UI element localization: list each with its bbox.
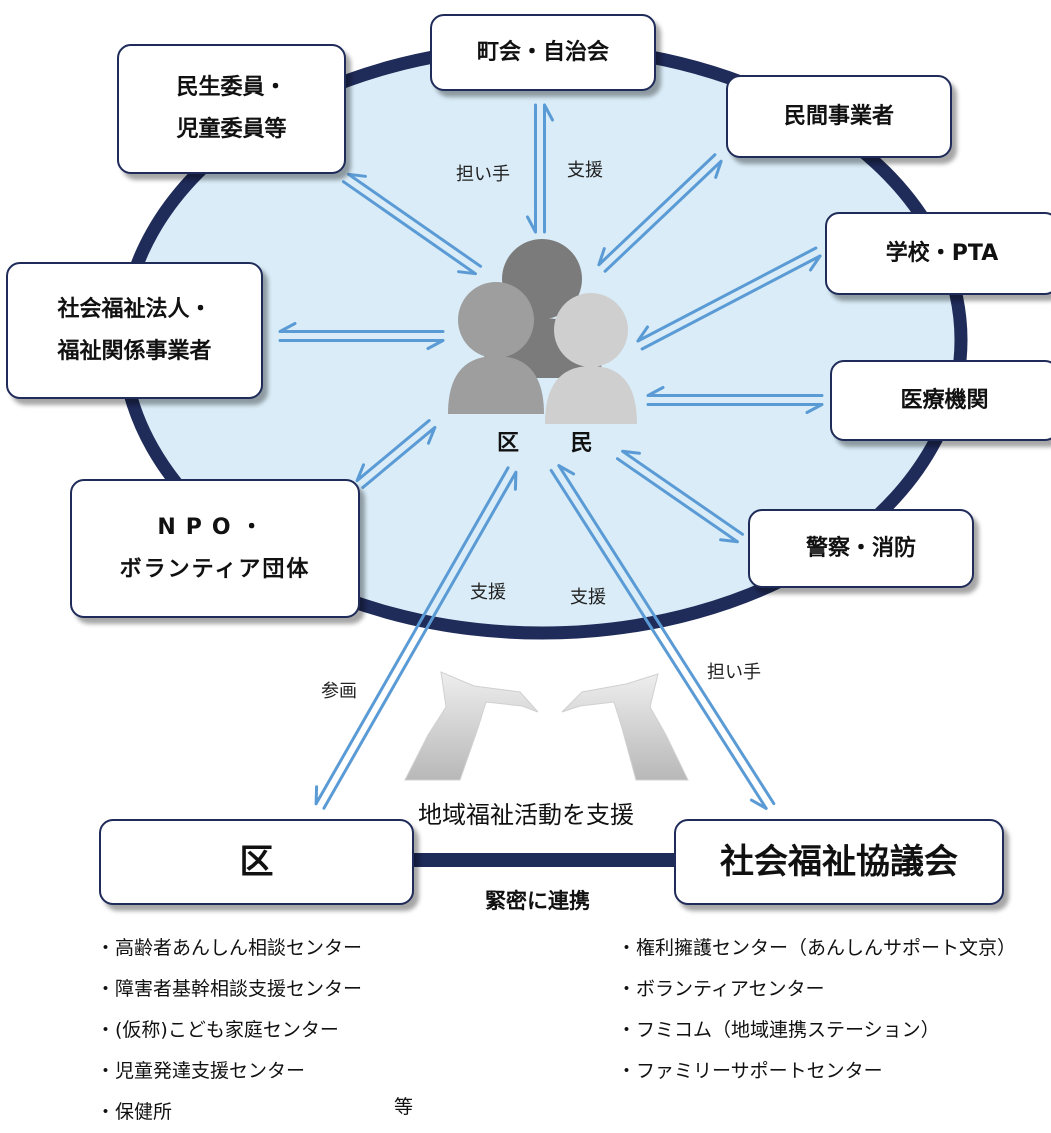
ward-etc-label: 等 [394, 1096, 414, 1118]
school-label: 学校・PTA [885, 240, 999, 266]
arrow-social-welfare-corp [278, 322, 445, 350]
label-support-left: 支援 [470, 582, 506, 603]
welfare-commissioners-label-2: 児童委員等 [176, 117, 287, 142]
private-business-label: 民間事業者 [783, 103, 894, 129]
list-item: 児童発達支援センター [96, 1051, 362, 1092]
box-ward: 区 [99, 819, 414, 905]
arrow-npo [355, 419, 437, 489]
label-support-right: 支援 [570, 587, 606, 608]
arrow-council [549, 464, 776, 810]
neighborhood-label: 町会・自治会 [476, 39, 609, 65]
arrow-school [636, 246, 822, 351]
box-police-fire: 警察・消防 [748, 509, 974, 588]
box-private-business: 民間事業者 [726, 75, 952, 158]
list-item: ファミリーサポートセンター [617, 1051, 1051, 1092]
social-welfare-corp-label-1: 社会福祉法人・ [57, 296, 212, 322]
list-item: 障害者基幹相談支援センター [96, 969, 362, 1010]
hands-image [404, 671, 689, 781]
box-school: 学校・PTA [825, 212, 1051, 295]
council-title: 社会福祉協議会 [720, 841, 958, 882]
collaboration-label: 緊密に連携 [485, 889, 590, 913]
medical-label: 医療機関 [900, 387, 989, 413]
council-services-list: 権利擁護センター（あんしんサポート文京） ボランティアセンター フミコム（地域連… [617, 928, 1051, 1092]
arrow-medical [646, 386, 824, 414]
arrow-welfare-commissioners [341, 172, 483, 276]
arrow-private-business [597, 153, 723, 273]
social-welfare-corp-label-2: 福祉関係事業者 [57, 338, 212, 364]
box-social-welfare-corp: 社会福祉法人・ 福祉関係事業者 [6, 262, 263, 399]
label-bearer-bottom: 担い手 [707, 662, 761, 683]
list-item: 権利擁護センター（あんしんサポート文京） [617, 928, 1051, 969]
ward-services-list: 高齢者あんしん相談センター 障害者基幹相談支援センター (仮称)こども家庭センタ… [96, 928, 362, 1133]
label-bearer-top: 担い手 [456, 164, 510, 185]
label-participation: 参画 [321, 681, 357, 702]
people-icon [448, 239, 637, 424]
list-item: (仮称)こども家庭センター [96, 1010, 362, 1051]
box-medical: 医療機関 [830, 360, 1051, 441]
box-neighborhood: 町会・自治会 [430, 14, 656, 91]
arrow-neighborhood [526, 103, 554, 234]
police-fire-label: 警察・消防 [805, 535, 916, 561]
box-council: 社会福祉協議会 [674, 819, 1004, 905]
welfare-commissioners-label-1: 民生委員・ [176, 75, 287, 101]
residents-label: 区 民 [497, 431, 615, 456]
central-title: 地域福祉活動を支援 [418, 801, 634, 829]
ward-title: 区 [239, 841, 274, 882]
npo-label-2: ボランティア団体 [119, 556, 311, 582]
arrows-group [278, 103, 824, 810]
list-item: 高齢者あんしん相談センター [96, 928, 362, 969]
list-item: 保健所 [96, 1092, 362, 1133]
box-welfare-commissioners: 民生委員・ 児童委員等 [117, 44, 346, 174]
arrow-ward [314, 466, 518, 810]
label-support-top: 支援 [567, 160, 603, 181]
arrow-police-fire [615, 449, 745, 544]
npo-label-1: NPO・ [157, 514, 273, 540]
list-item: フミコム（地域連携ステーション） [617, 1010, 1051, 1051]
list-item: ボランティアセンター [617, 969, 1051, 1010]
box-npo: NPO・ ボランティア団体 [70, 479, 360, 618]
